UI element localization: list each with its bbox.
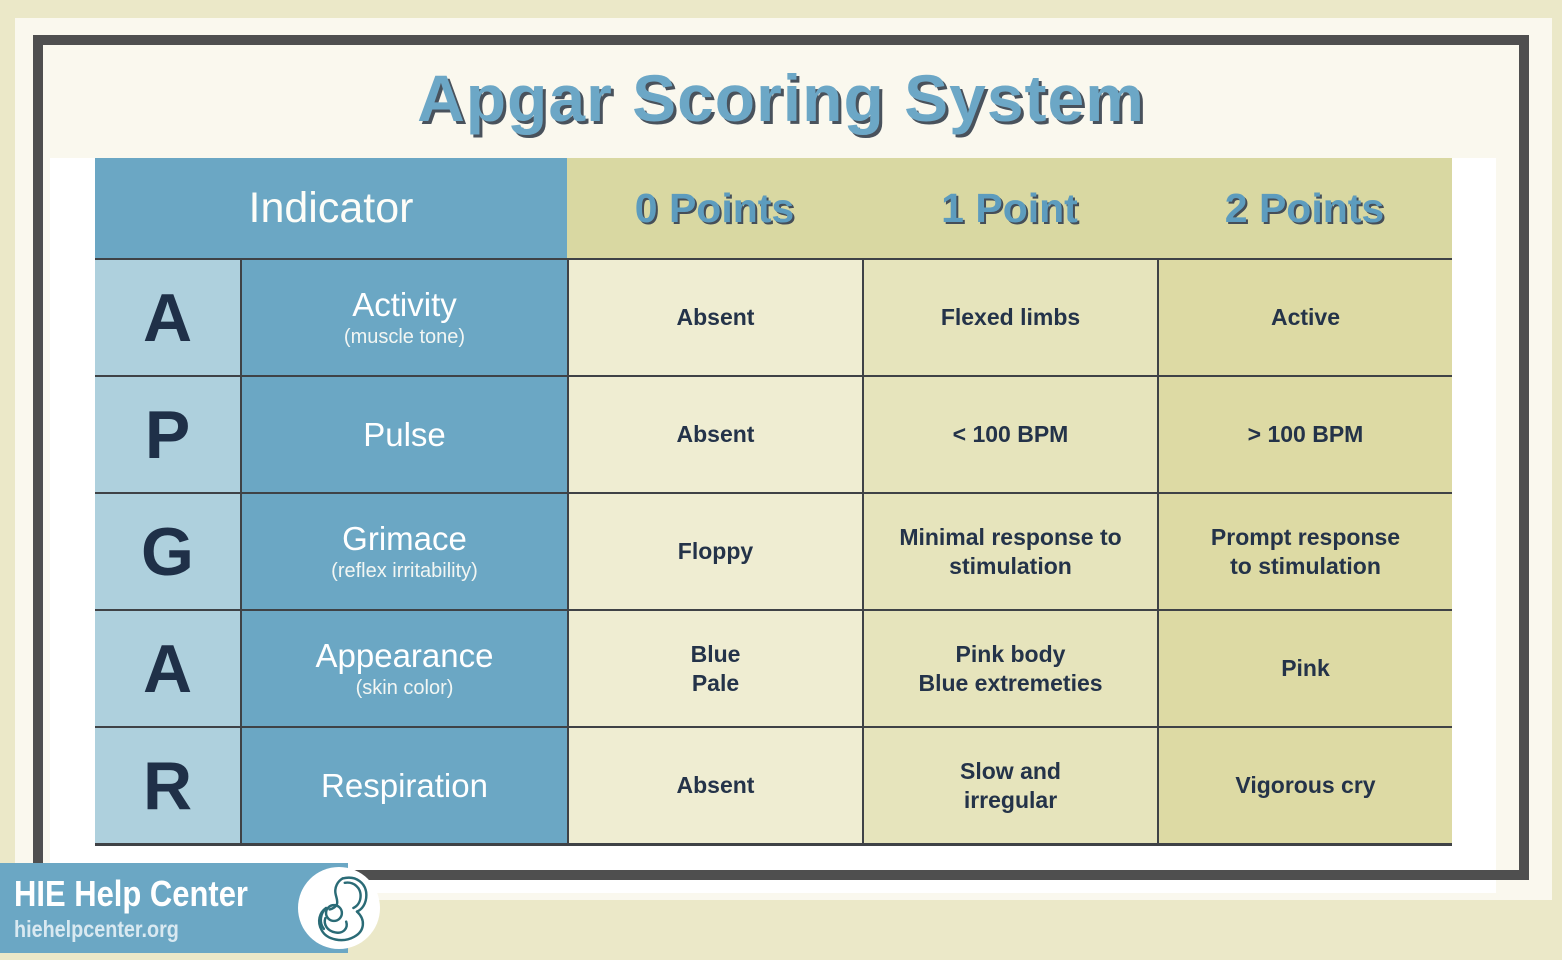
pulse-2-points-cell: > 100 BPM <box>1157 375 1452 492</box>
header-indicator: Indicator <box>95 158 567 258</box>
pulse-0-points-cell: Absent <box>567 375 862 492</box>
activity-2-points-cell: Active <box>1157 258 1452 375</box>
letter-cell-pulse: P <box>95 375 240 492</box>
apgar-table: Indicator 0 Points 1 Point 2 Points A Ac… <box>95 158 1452 846</box>
indicator-cell-grimace: Grimace (reflex irritability) <box>240 492 567 609</box>
letter-cell-activity: A <box>95 258 240 375</box>
activity-0-points-cell: Absent <box>567 258 862 375</box>
letter-cell-appearance: A <box>95 609 240 726</box>
mother-and-baby-icon <box>318 876 368 942</box>
respiration-0-points-cell: Absent <box>567 726 862 843</box>
header-1-point: 1 Point <box>862 158 1157 258</box>
pulse-1-point-cell: < 100 BPM <box>862 375 1157 492</box>
letter-cell-grimace: G <box>95 492 240 609</box>
logo-text-block: HIE Help Center hiehelpcenter.org <box>14 872 248 942</box>
indicator-cell-respiration: Respiration <box>240 726 567 843</box>
appearance-0-points-cell: Blue Pale <box>567 609 862 726</box>
header-0-points: 0 Points <box>567 158 862 258</box>
logo-badge <box>298 867 381 949</box>
indicator-subtitle: (skin color) <box>355 677 454 700</box>
appearance-1-point-cell: Pink body Blue extremeties <box>862 609 1157 726</box>
indicator-name: Respiration <box>321 766 488 804</box>
grimace-0-points-cell: Floppy <box>567 492 862 609</box>
grimace-1-point-cell: Minimal response to stimulation <box>862 492 1157 609</box>
indicator-subtitle: (reflex irritability) <box>331 560 478 583</box>
indicator-cell-activity: Activity (muscle tone) <box>240 258 567 375</box>
letter-cell-respiration: R <box>95 726 240 843</box>
indicator-cell-appearance: Appearance (skin color) <box>240 609 567 726</box>
indicator-name: Grimace <box>342 519 467 557</box>
hie-help-center-logo: HIE Help Center hiehelpcenter.org <box>0 863 381 953</box>
respiration-2-points-cell: Vigorous cry <box>1157 726 1452 843</box>
grimace-2-points-cell: Prompt response to stimulation <box>1157 492 1452 609</box>
indicator-name: Pulse <box>363 415 446 453</box>
indicator-name: Appearance <box>315 636 494 674</box>
brand-name: HIE Help Center <box>14 872 248 914</box>
indicator-cell-pulse: Pulse <box>240 375 567 492</box>
activity-1-point-cell: Flexed limbs <box>862 258 1157 375</box>
page-title: Apgar Scoring System <box>417 61 1145 135</box>
indicator-name: Activity <box>352 285 457 323</box>
appearance-2-points-cell: Pink <box>1157 609 1452 726</box>
header-2-points: 2 Points <box>1157 158 1452 258</box>
respiration-1-point-cell: Slow and irregular <box>862 726 1157 843</box>
indicator-subtitle: (muscle tone) <box>343 326 466 349</box>
website-url: hiehelpcenter.org <box>14 915 179 942</box>
